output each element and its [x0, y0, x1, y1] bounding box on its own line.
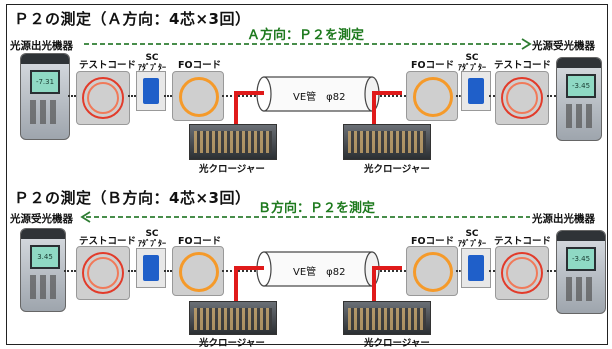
fiber-line — [234, 266, 238, 302]
test-cord-coil — [76, 246, 130, 300]
connector-line — [456, 270, 461, 272]
connector-line — [128, 95, 136, 97]
ve-pipe — [256, 251, 380, 287]
test-cord-coil — [495, 246, 549, 300]
fo-cord-label: FOコード — [178, 236, 222, 247]
fiber-line — [234, 91, 238, 124]
fiber-line — [234, 266, 264, 270]
connector-line — [64, 270, 76, 272]
connector-line — [128, 270, 136, 272]
closure-label: 光クロージャー — [364, 338, 430, 349]
fiber-line — [372, 91, 376, 124]
connector-line — [456, 95, 461, 97]
fo-cord-label: FOコード — [411, 236, 455, 247]
section-b-right-end-label: 光源出光機器 — [532, 213, 595, 225]
optical-closure — [343, 124, 431, 160]
connector-line — [68, 95, 76, 97]
connector-line — [164, 95, 172, 97]
sc-adapter — [136, 71, 166, 111]
section-b-left-end-label: 光源受光機器 — [10, 213, 73, 225]
fo-cord-coil — [172, 71, 224, 121]
optical-closure — [189, 301, 277, 335]
connector-line — [372, 270, 406, 272]
sc-adapter — [136, 248, 166, 288]
fo-cord-coil — [406, 246, 458, 296]
fo-cord-label: FOコード — [411, 60, 455, 71]
closure-label: 光クロージャー — [199, 164, 265, 175]
section-a-right-end-label: 光源受光機器 — [532, 40, 595, 52]
section-a-left-end-label: 光源出光機器 — [10, 40, 73, 52]
test-cord-label: テストコード — [494, 60, 552, 71]
test-cord-label: テストコード — [494, 236, 552, 247]
section-a-title: Ｐ２の測定（Ａ方向：4芯×3回） — [14, 10, 251, 28]
optical-closure — [343, 301, 431, 335]
sc-adapter — [461, 71, 491, 111]
fiber-line — [372, 91, 402, 95]
power-meter: 3.45 — [20, 228, 66, 312]
light-source-meter: -7.31 — [20, 53, 70, 140]
connector-line — [547, 270, 556, 272]
connector-line — [164, 270, 172, 272]
light-source-meter: -3.45 — [556, 230, 606, 314]
connector-line — [489, 270, 495, 272]
sc-adapter — [461, 248, 491, 288]
fiber-line — [372, 266, 402, 270]
pipe-label: VE管 φ82 — [293, 267, 346, 278]
power-meter: -3.45 — [556, 57, 602, 141]
optical-closure — [189, 124, 277, 160]
test-cord-coil — [76, 71, 130, 125]
figure-frame — [6, 4, 608, 345]
connector-line — [222, 270, 260, 272]
connector-line — [547, 95, 556, 97]
pipe-label: VE管 φ82 — [293, 92, 346, 103]
section-a-direction-arrow — [84, 38, 532, 50]
fiber-line — [234, 91, 264, 95]
connector-line — [372, 95, 406, 97]
fiber-line — [372, 266, 376, 302]
fo-cord-label: FOコード — [178, 60, 222, 71]
fo-cord-coil — [406, 71, 458, 121]
test-cord-label: テストコード — [79, 60, 137, 71]
closure-label: 光クロージャー — [199, 338, 265, 349]
section-a-direction-label: Ａ方向：Ｐ２を測定 — [247, 28, 365, 43]
closure-label: 光クロージャー — [364, 164, 430, 175]
connector-line — [222, 95, 260, 97]
section-b-title: Ｐ２の測定（Ｂ方向：4芯×3回） — [14, 189, 251, 207]
test-cord-label: テストコード — [79, 236, 137, 247]
test-cord-coil — [495, 71, 549, 125]
section-b-direction-arrow — [80, 211, 530, 223]
section-b-direction-label: Ｂ方向：Ｐ２を測定 — [258, 201, 376, 216]
fo-cord-coil — [172, 246, 224, 296]
connector-line — [489, 95, 495, 97]
ve-pipe — [256, 76, 380, 112]
